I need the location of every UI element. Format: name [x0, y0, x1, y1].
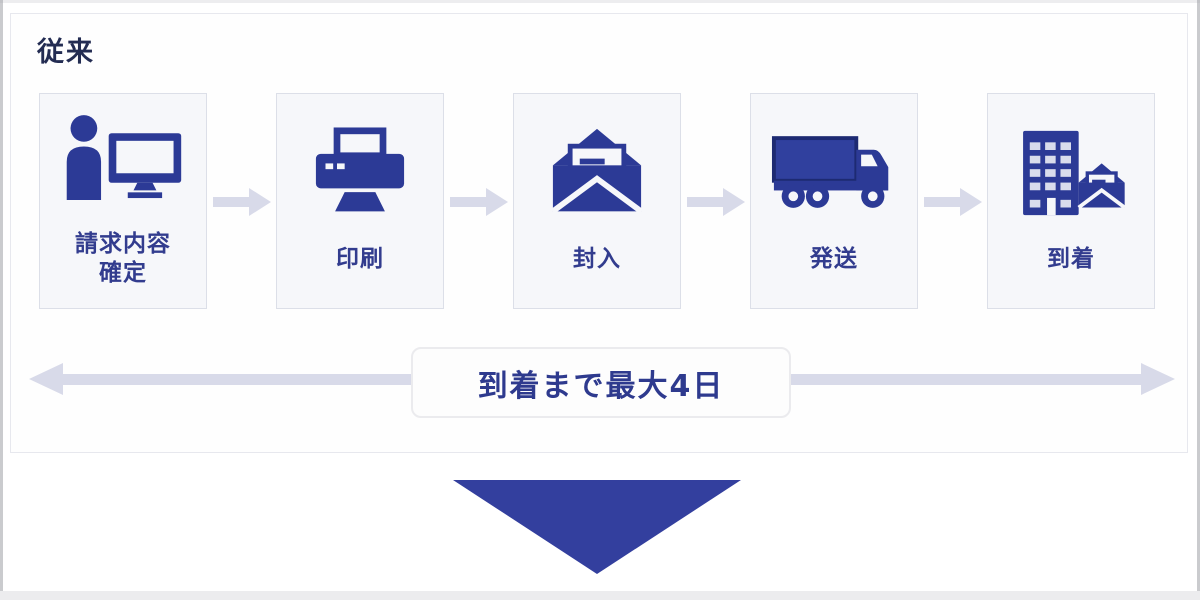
step-label: 発送 [810, 245, 858, 274]
building-mail-icon [1013, 123, 1129, 223]
step-label-line1: 請求内容 [75, 231, 171, 258]
right-edge-line [1197, 0, 1200, 600]
down-triangle-icon [453, 480, 741, 574]
step-label-line1: 封入 [573, 245, 621, 272]
truck-icon [771, 123, 897, 223]
left-edge-line [0, 0, 3, 600]
step-box-arrival: 到着 [987, 93, 1155, 309]
step-box-printing: 印刷 [276, 93, 444, 309]
envelope-icon [547, 123, 647, 223]
step-label-line1: 印刷 [336, 245, 384, 272]
right-arrow-icon [687, 188, 745, 216]
left-arrowhead-icon [29, 363, 63, 395]
duration-badge: 到着まで最大4日 [411, 347, 791, 418]
conventional-process-panel: 従来 請求内容 確定 [10, 13, 1188, 453]
step-label-line1: 到着 [1047, 245, 1095, 272]
right-arrow-icon [213, 188, 271, 216]
step-box-enclosing: 封入 [513, 93, 681, 309]
printer-icon [310, 123, 410, 223]
person-computer-icon [61, 108, 185, 208]
panel-title: 従来 [37, 37, 95, 68]
right-arrowhead-icon [1141, 363, 1175, 395]
step-label: 印刷 [336, 245, 384, 274]
step-label: 到着 [1047, 245, 1095, 274]
step-label: 請求内容 確定 [75, 230, 171, 288]
step-label-line2: 確定 [99, 260, 147, 286]
step-label-line1: 発送 [810, 245, 858, 272]
step-label: 封入 [573, 245, 621, 274]
top-edge-line [0, 0, 1200, 3]
step-box-shipping: 発送 [750, 93, 918, 309]
bottom-section-divider [0, 591, 1200, 600]
step-box-billing-confirmation: 請求内容 確定 [39, 93, 207, 309]
right-arrow-icon [450, 188, 508, 216]
right-arrow-icon [924, 188, 982, 216]
